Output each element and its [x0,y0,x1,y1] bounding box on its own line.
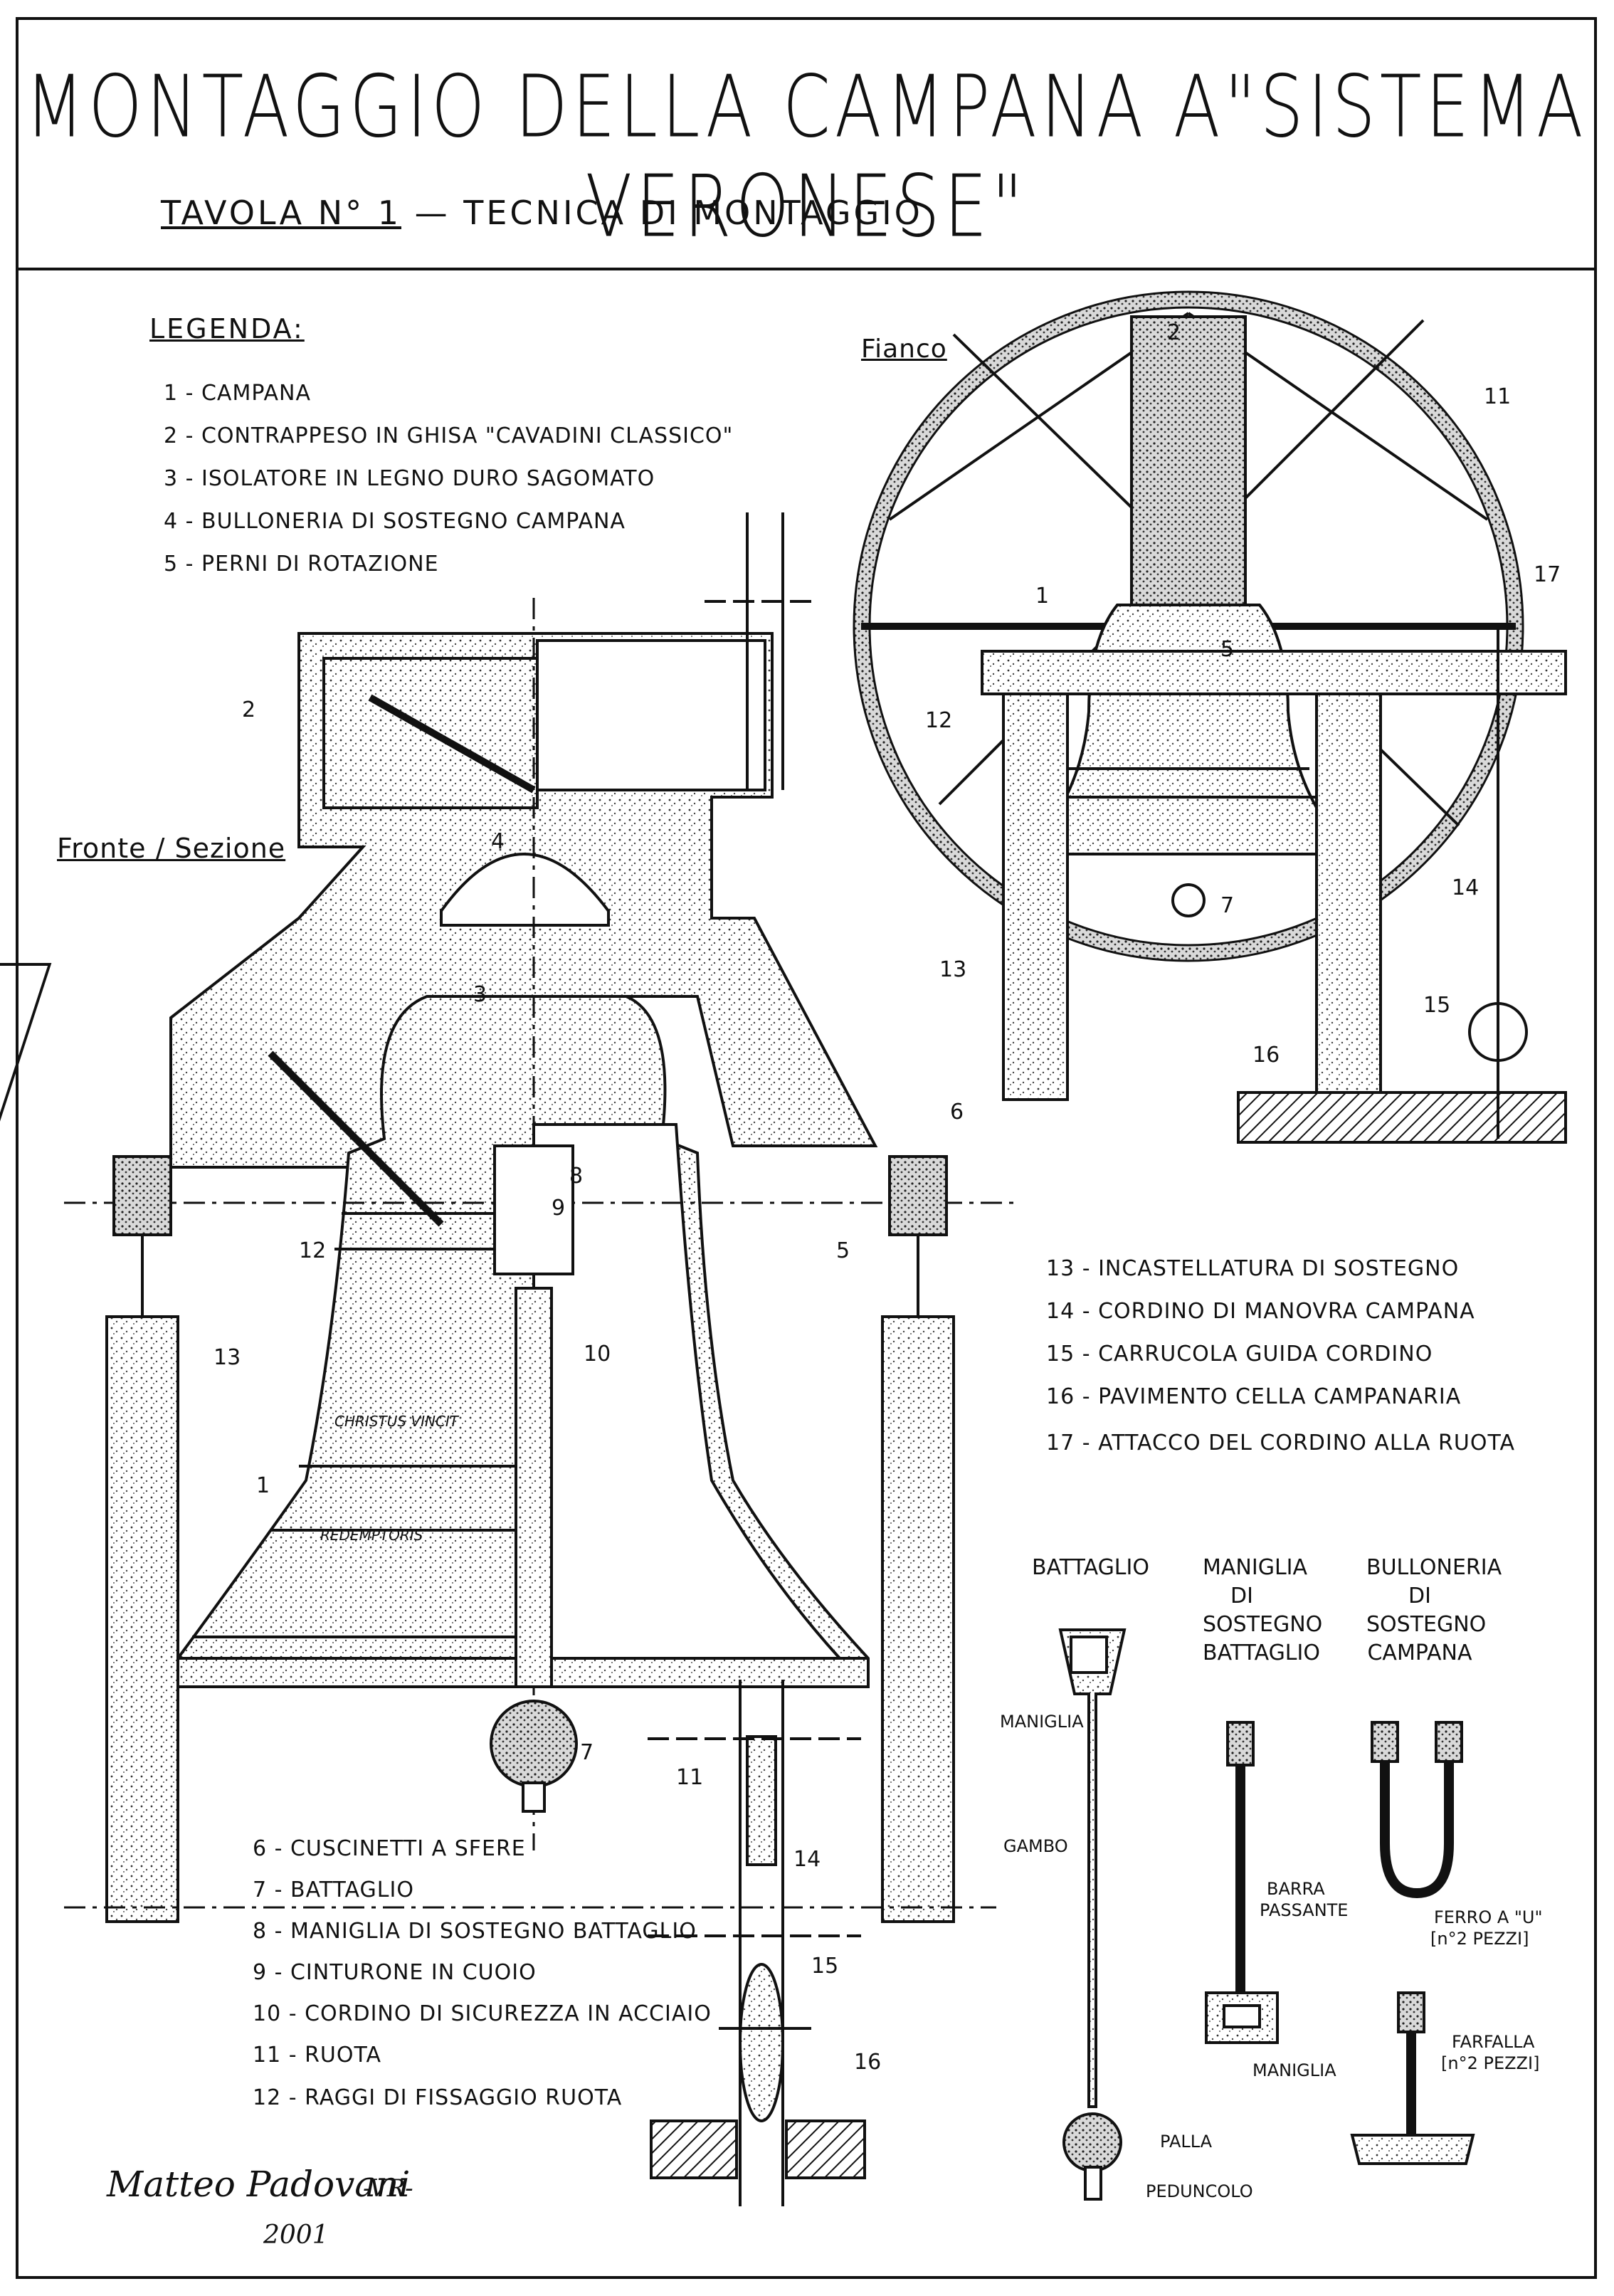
legend-item-5: 5 - PERNI DI ROTAZIONE [164,552,439,576]
counterweight-side [1130,315,1247,617]
callout-front-6: 6 [950,1100,964,1125]
legend-item-12: 12 - RAGGI DI FISSAGGIO RUOTA [253,2085,623,2110]
legend-item-3: 3 - ISOLATORE IN LEGNO DURO SAGOMATO [164,466,655,491]
callout-side-12: 12 [925,708,953,733]
page-title: MONTAGGIO DELLA CAMPANA A"SISTEMA VERONE… [25,57,1588,256]
callout-small-16: 16 [854,2050,882,2075]
legend-item-15: 15 - CARRUCOLA GUIDA CORDINO [1046,1342,1433,1366]
front-view [0,512,1018,2206]
legend-item-7: 7 - BATTAGLIO [253,1878,414,1902]
callout-front-9: 9 [552,1196,566,1221]
callout-side-1: 1 [1035,584,1050,609]
detail-battaglio [1058,1628,1127,2201]
side-view [853,290,1567,1144]
counterweight-panel-lower [0,963,52,1137]
frame-beam-side [981,650,1567,695]
clapper-rod [515,1287,553,1688]
callout-front-2: 2 [242,697,256,722]
callout-small-14: 14 [793,1847,821,1872]
callout-front-4: 4 [491,829,505,854]
callout-side-17: 17 [1534,562,1561,587]
floor-detail-right [785,2119,866,2179]
legend-item-1: 1 - CAMPANA [164,381,311,406]
label-maniglia: MANIGLIA [1000,1712,1084,1732]
callout-front-5: 5 [836,1238,850,1263]
signature-name: Matteo Padovani [107,2164,411,2205]
callout-side-14: 14 [1452,875,1480,900]
legend-item-13: 13 - INCASTELLATURA DI SOSTEGNO [1046,1256,1460,1281]
callout-front-13: 13 [213,1345,241,1370]
label-ferro: FERRO A "U" [1434,1907,1543,1927]
label-farfalla-pezzi: [n°2 PEZZI] [1441,2053,1540,2073]
legend-item-2: 2 - CONTRAPPESO IN GHISA "CAVADINI CLASS… [164,423,734,448]
callout-side-2: 2 [1167,320,1181,345]
side-view-label: Fianco [861,335,947,364]
subtitle-text: TECNICA DI MONTAGGIO [463,194,923,232]
bell-section-half [532,1123,843,1660]
frame-column-left [105,1315,179,1923]
label-peduncolo: PEDUNCOLO [1146,2181,1253,2201]
label-palla: PALLA [1160,2132,1213,2152]
bearing-left [112,1155,172,1236]
label-maniglia-2: MANIGLIA [1252,2060,1336,2080]
callout-front-10: 10 [584,1342,611,1366]
bearing-right [888,1155,948,1236]
legend-item-4: 4 - BULLONERIA DI SOSTEGNO CAMPANA [164,509,626,534]
legend-item-9: 9 - CINTURONE IN CUOIO [253,1960,537,1985]
label-ferro-pezzi: [n°2 PEZZI] [1430,1929,1529,1949]
detail-bulloneria [1350,1721,1475,2165]
callout-side-5: 5 [1220,637,1235,662]
clapper-ball [490,1700,578,1788]
callout-front-7: 7 [580,1740,594,1765]
drawing-sheet: MONTAGGIO DELLA CAMPANA A"SISTEMA VERONE… [16,17,1597,2279]
legend-item-10: 10 - CORDINO DI SICUREZZA IN ACCIAIO [253,2001,712,2026]
legend-item-11: 11 - RUOTA [253,2043,382,2068]
callout-front-1: 1 [256,1473,270,1498]
tavola-number: TAVOLA N° 1 [161,194,401,232]
legend-item-6: 6 - CUSCINETTI A SFERE [253,1836,526,1861]
title-band: MONTAGGIO DELLA CAMPANA A"SISTEMA VERONE… [19,20,1594,270]
subtitle-dash: — [414,194,450,232]
legend-heading: LEGENDA: [149,313,305,344]
subtitle: TAVOLA N° 1 — TECNICA DI MONTAGGIO [161,194,923,232]
inscription-christus: CHRISTUS VINCIT [334,1413,459,1430]
floor-side [1237,1091,1567,1144]
inscription-redemptoris: REDEMPTORIS [320,1527,423,1544]
pulley-detail [648,1735,866,2179]
label-gambo: GAMBO [1003,1836,1068,1856]
front-view-label: Fronte / Sezione [57,833,286,864]
callout-side-13: 13 [939,957,967,982]
legend-item-16: 16 - PAVIMENTO CELLA CAMPANARIA [1046,1384,1462,1409]
callout-side-11: 11 [1484,384,1512,409]
callout-side-7: 7 [1220,893,1235,918]
frame-column-right [881,1315,955,1923]
detail-maniglia [1205,1721,1279,2044]
label-farfalla: FARFALLA [1452,2032,1535,2052]
clapper-handle [493,1144,574,1275]
callout-small-15: 15 [811,1954,839,1979]
signature-place: -VR- [363,2174,413,2203]
legend-item-17: 17 - ATTACCO DEL CORDINO ALLA RUOTA [1046,1431,1515,1455]
callout-front-12: 12 [299,1238,327,1263]
section-window [536,639,766,791]
callout-front-3: 3 [473,982,487,1007]
callout-side-16: 16 [1252,1043,1280,1068]
callout-small-11: 11 [676,1765,704,1790]
label-passante: PASSANTE [1260,1900,1349,1920]
legend-item-8: 8 - MANIGLIA DI SOSTEGNO BATTAGLIO [253,1919,697,1944]
heading-battaglio: BATTAGLIO [1032,1555,1149,1580]
bell-side [1021,604,1356,855]
bolt-dome [440,853,610,927]
floor-detail-left [650,2119,738,2179]
legend-item-14: 14 - CORDINO DI MANOVRA CAMPANA [1046,1299,1475,1324]
callout-front-8: 8 [569,1164,584,1189]
callout-side-15: 15 [1423,993,1451,1018]
label-barra: BARRA [1267,1879,1325,1899]
signature-year: 2001 [263,2221,329,2250]
